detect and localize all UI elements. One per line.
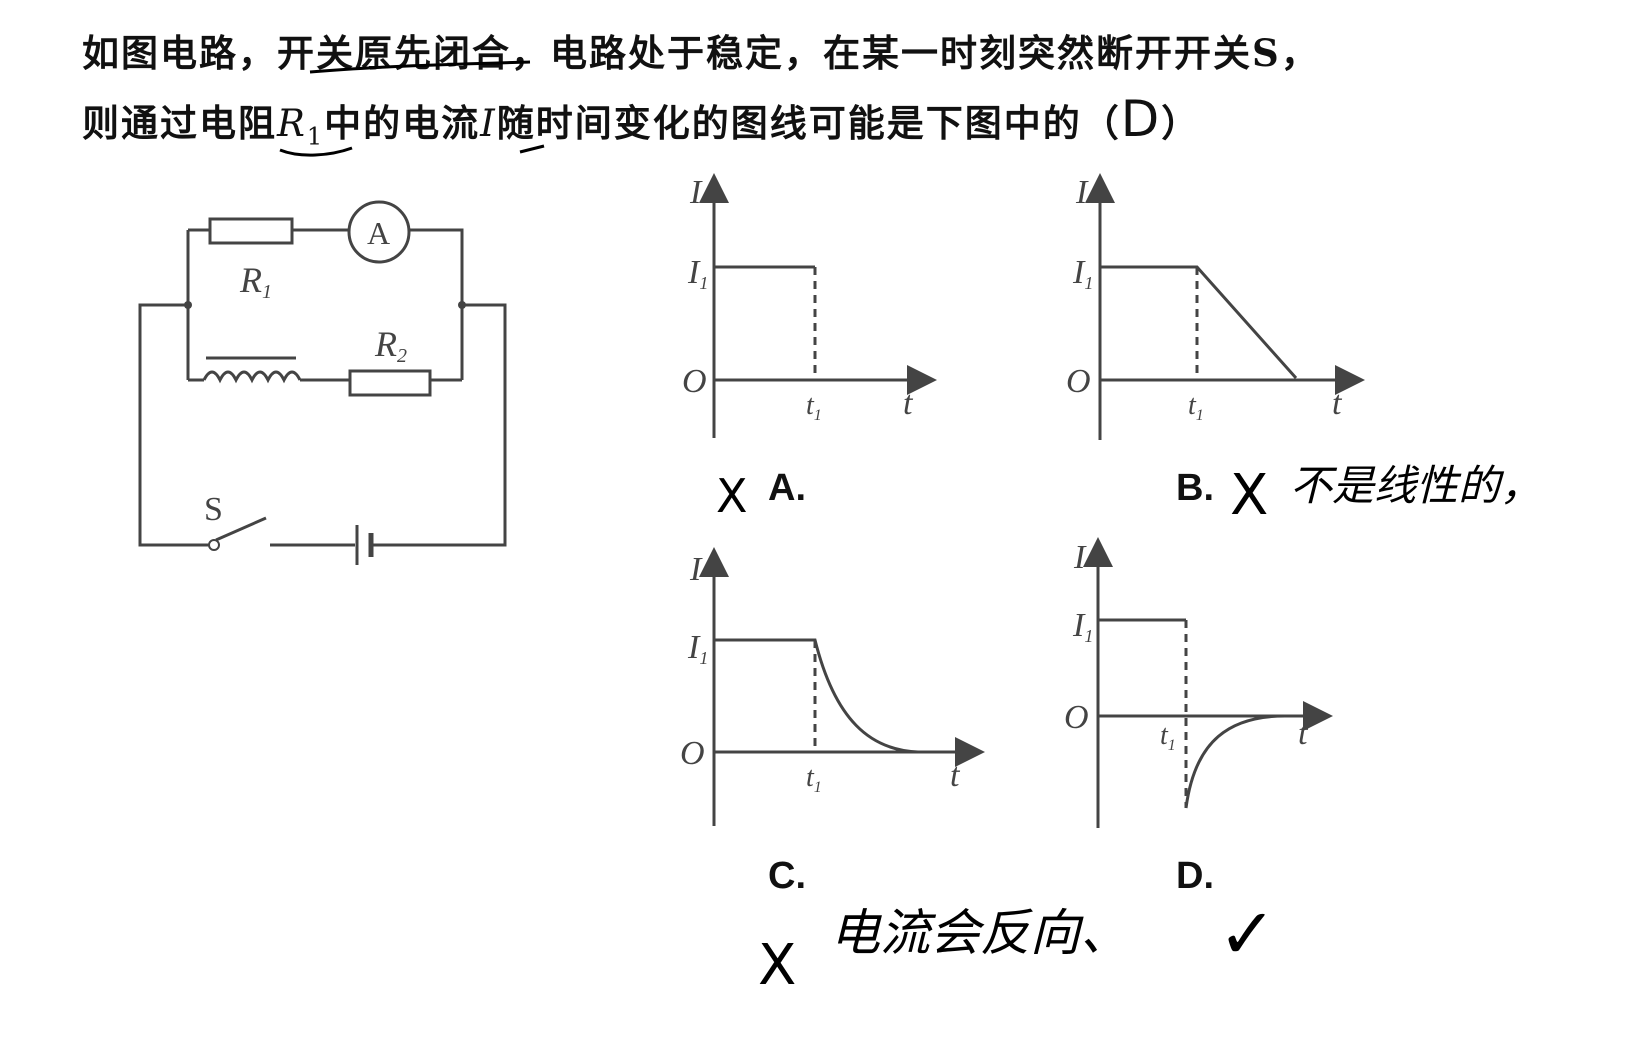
wire: [371, 303, 507, 547]
graph-d-y-label: I: [1073, 539, 1087, 576]
graph-a-origin: O: [682, 363, 707, 400]
graph-c-x-label: t: [950, 757, 961, 794]
graph-b-y-label: I: [1075, 174, 1089, 211]
resistor-r1-label: R1: [239, 260, 272, 303]
r1-letter: R: [277, 102, 307, 145]
option-b-mark: X: [1230, 463, 1268, 528]
graph-d: [1083, 537, 1333, 828]
graph-c-origin: O: [680, 735, 705, 772]
option-b-note: 不是线性的，: [1290, 461, 1542, 510]
option-d-label: D.: [1176, 855, 1214, 897]
question-text-segment: 中的电流: [324, 101, 481, 145]
option-b-label: B.: [1176, 467, 1214, 509]
graph-c-level-label: I1: [687, 629, 708, 668]
option-a-label: A.: [768, 467, 806, 509]
graph-b-x-label: t: [1332, 385, 1343, 422]
ammeter-label: A: [367, 215, 390, 251]
wire: [409, 228, 464, 380]
graph-d-t1: t1: [1160, 720, 1176, 754]
r1-subscript: 1: [306, 122, 325, 151]
graph-c: [699, 547, 985, 826]
graph-d-x-label: t: [1298, 715, 1309, 752]
graph-b-t1: t1: [1188, 390, 1204, 424]
graph-a-x-label: t: [903, 385, 914, 422]
graph-c-y-label: I: [689, 551, 703, 588]
resistor-r2: [348, 369, 432, 397]
junction: [184, 301, 192, 309]
question-line-1: 如图电路，开关原先闭合，电路处于稳定，在某一时刻突然断开开关S，: [82, 20, 1562, 86]
graph-a: [699, 173, 937, 438]
graph-a-y-label: I: [689, 174, 703, 211]
option-c-label: C.: [768, 855, 806, 897]
switch-blade: [215, 516, 267, 542]
inductor-coil: [202, 370, 302, 384]
resistor-r2-label: R2: [374, 324, 407, 367]
graph-b: [1085, 173, 1365, 440]
option-a-mark: X: [716, 469, 748, 523]
graph-b-level-label: I1: [1072, 254, 1093, 293]
junction: [458, 301, 466, 309]
option-c-mark: X: [758, 933, 796, 998]
option-d-mark: ✓: [1218, 893, 1277, 975]
question-text: 如图电路，开关原先闭合，电路处于稳定，在某一时刻突然断开开关S， 则通过电阻R1…: [82, 20, 1562, 169]
handwritten-answer: D: [1120, 90, 1162, 148]
question-text-segment: 合，电路处于稳定，在某一时刻突然断开开关S，: [472, 31, 1320, 75]
graph-a-t1: t1: [806, 390, 822, 424]
current-i-symbol: I: [480, 102, 497, 145]
question-text-segment: 则通过电阻: [82, 101, 277, 145]
graph-d-origin: O: [1064, 699, 1089, 736]
graph-b-origin: O: [1066, 363, 1091, 400]
switch-contact: [208, 539, 220, 551]
question-text-segment: ）: [1161, 101, 1201, 145]
current-curve-negative: [1184, 714, 1286, 809]
option-c-note: 电流会反向、: [830, 904, 1130, 962]
resistor-r1-symbol: R1: [277, 102, 324, 150]
wire: [138, 303, 212, 547]
current-curve: [714, 638, 919, 754]
question-line-2: 则通过电阻R1中的电流I随时间变化的图线可能是下图中的（D）: [82, 86, 1562, 169]
ammeter: [347, 200, 411, 264]
switch-label: S: [204, 491, 223, 528]
graph-d-level-label: I1: [1072, 607, 1093, 646]
graph-c-t1: t1: [806, 762, 822, 796]
graph-a-level-label: I1: [687, 254, 708, 293]
question-text-segment: 随时间变化的图线可能是下图中的（: [496, 101, 1121, 145]
question-text-segment: 如图电路，: [82, 31, 277, 75]
